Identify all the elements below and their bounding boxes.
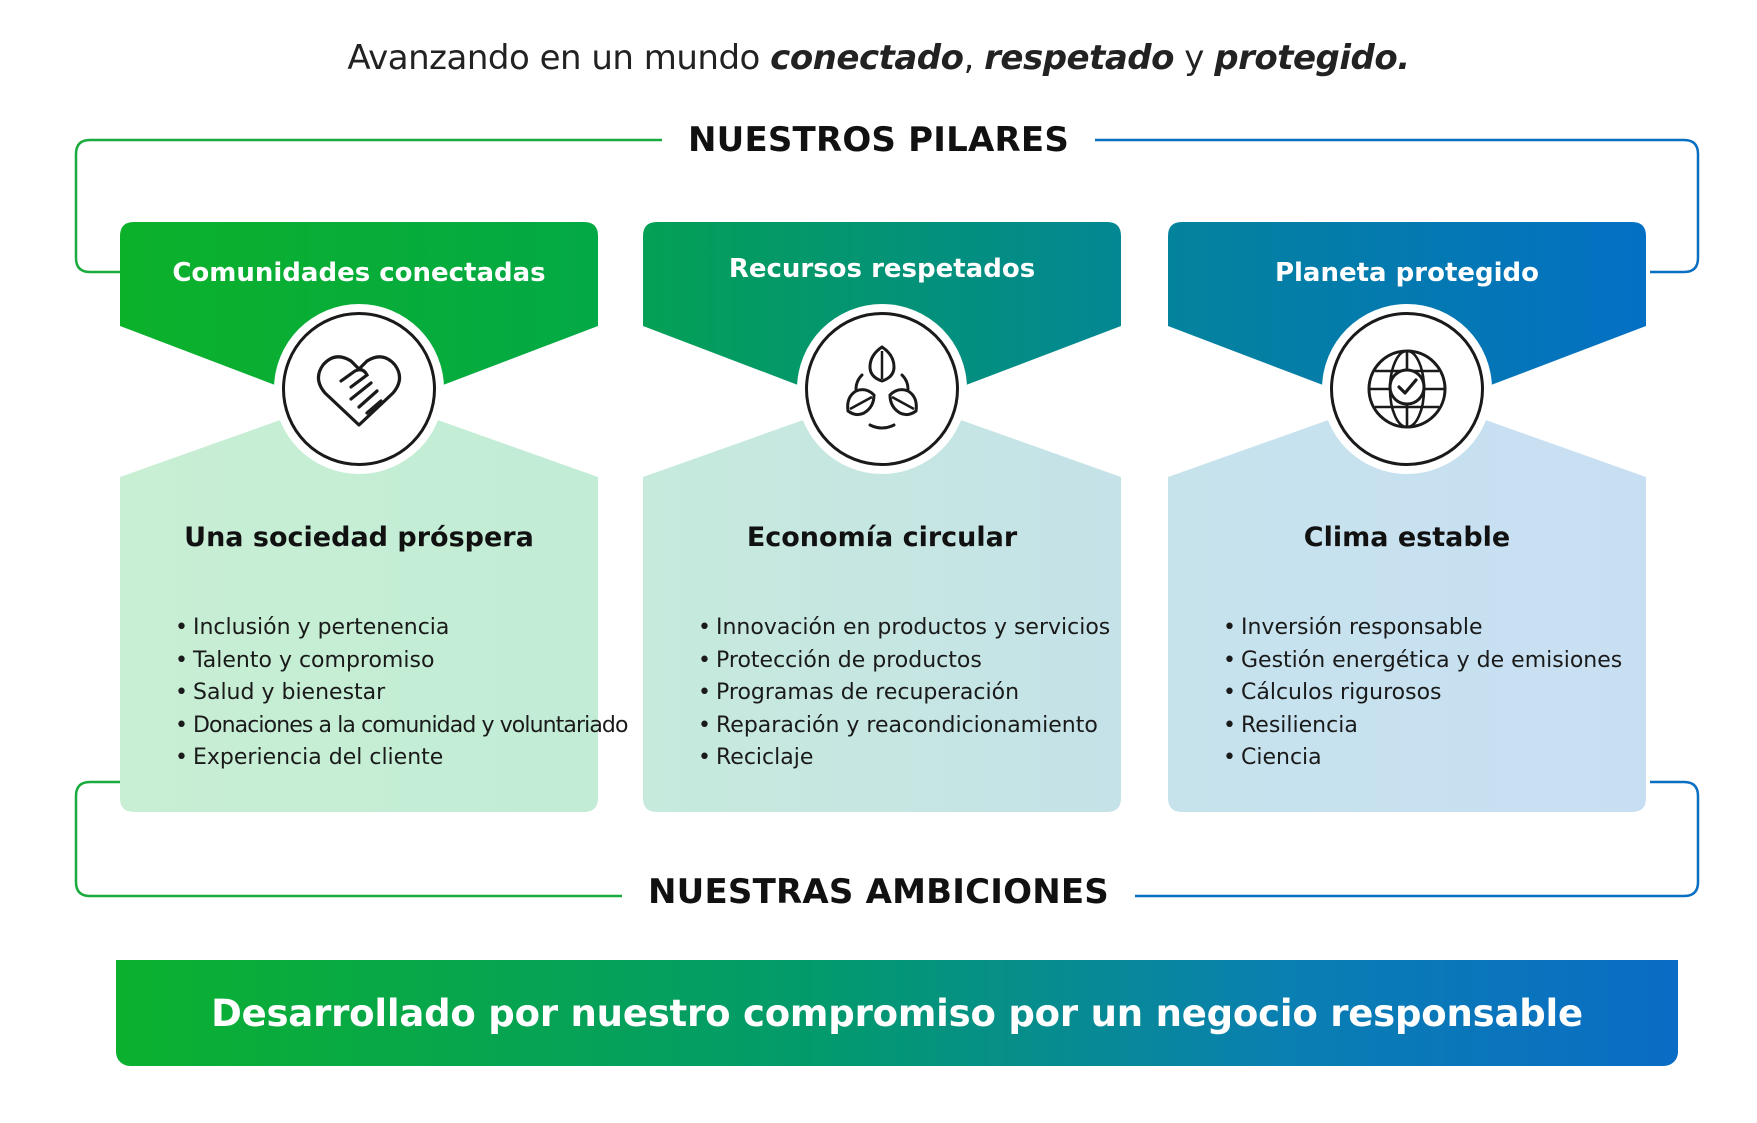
headline-word-respected: respetado bbox=[984, 38, 1174, 78]
commitment-banner: Desarrollado por nuestro compromiso por … bbox=[116, 960, 1678, 1066]
top-frame-line-right bbox=[1092, 138, 1700, 274]
list-item: Cálculos rigurosos bbox=[1223, 677, 1622, 710]
pillars-label: NUESTROS PILARES bbox=[0, 120, 1757, 160]
pillar-protected-planet: Planeta protegido Clima estable Inversió… bbox=[1168, 222, 1646, 812]
list-item: Protección de productos bbox=[698, 645, 1110, 678]
list-item: Inversión responsable bbox=[1223, 612, 1622, 645]
list-item: Donaciones a la comunidad y voluntariado bbox=[175, 710, 628, 743]
pillar-title: Recursos respetados bbox=[728, 254, 1036, 284]
list-item: Reparación y reacondicionamiento bbox=[698, 710, 1110, 743]
pillar-connected-communities: Comunidades conectadas Una sociedad prós… bbox=[120, 222, 628, 812]
list-item: Innovación en productos y servicios bbox=[698, 612, 1110, 645]
icon-badge bbox=[805, 312, 959, 466]
list-item: Programas de recuperación bbox=[698, 677, 1110, 710]
recycle-leaves-icon bbox=[846, 345, 918, 430]
list-item: Talento y compromiso bbox=[175, 645, 628, 678]
banner-text: Desarrollado por nuestro compromiso por … bbox=[211, 991, 1583, 1035]
pillar-item-list: Inclusión y pertenencia Talento y compro… bbox=[175, 612, 628, 775]
list-item: Resiliencia bbox=[1223, 710, 1622, 743]
headline-word-protected: protegido. bbox=[1214, 38, 1410, 78]
headline-word-connected: conectado bbox=[770, 38, 964, 78]
bottom-frame-line bbox=[74, 780, 655, 898]
list-item: Ciencia bbox=[1223, 742, 1622, 775]
pillar-respected-resources: Recursos respetados Economía circular In… bbox=[643, 222, 1121, 812]
pillar-item-list: Innovación en productos y servicios Prot… bbox=[698, 612, 1110, 775]
list-item: Reciclaje bbox=[698, 742, 1110, 775]
ambition-title: Economía circular bbox=[746, 522, 1018, 553]
top-frame-line bbox=[74, 138, 676, 274]
bottom-frame-line-right bbox=[1110, 780, 1700, 898]
list-item: Experiencia del cliente bbox=[175, 742, 628, 775]
list-item: Gestión energética y de emisiones bbox=[1223, 645, 1622, 678]
list-item: Salud y bienestar bbox=[175, 677, 628, 710]
ambition-title: Clima estable bbox=[1303, 522, 1511, 553]
icon-badge bbox=[282, 312, 436, 466]
heart-hands-icon bbox=[316, 355, 402, 427]
list-item: Inclusión y pertenencia bbox=[175, 612, 628, 645]
icon-badge bbox=[1330, 312, 1484, 466]
pillar-item-list: Inversión responsable Gestión energética… bbox=[1223, 612, 1622, 775]
ambitions-label: NUESTRAS AMBICIONES bbox=[0, 872, 1757, 912]
ambition-title: Una sociedad próspera bbox=[184, 522, 534, 553]
pillar-title: Planeta protegido bbox=[1274, 258, 1540, 288]
headline: Avanzando en un mundo conectado, respeta… bbox=[347, 38, 1410, 78]
pillar-title: Comunidades conectadas bbox=[172, 258, 546, 288]
globe-check-icon bbox=[1367, 349, 1447, 429]
